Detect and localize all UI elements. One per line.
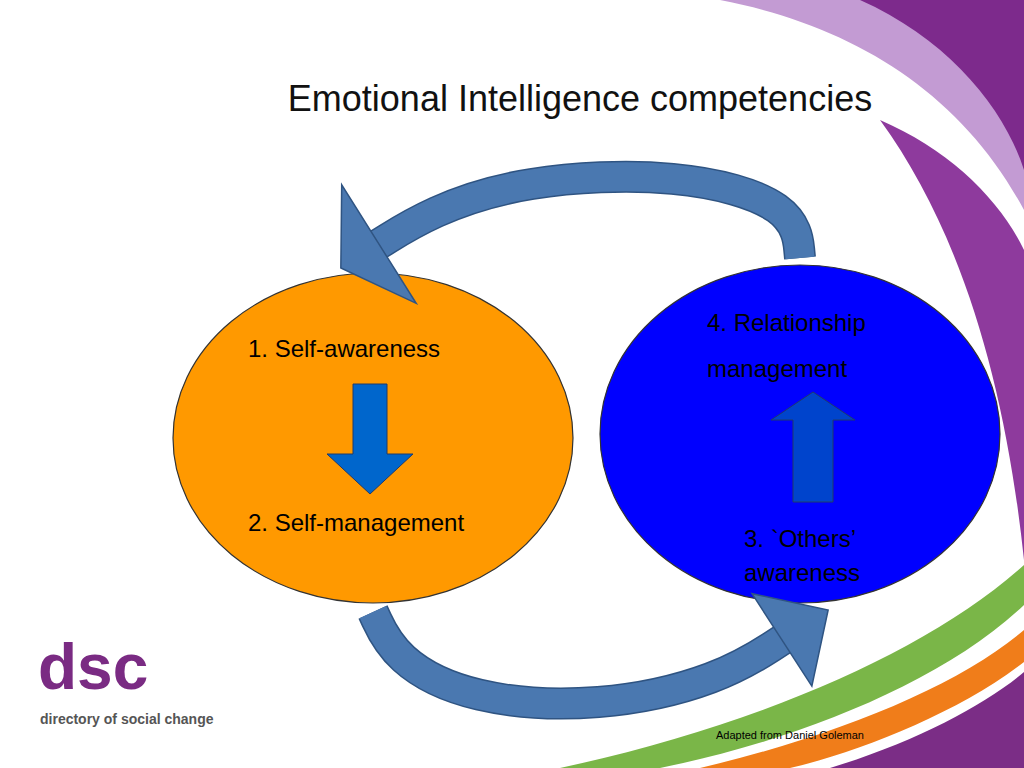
arrow-body [379, 177, 800, 258]
corner-swoosh [830, 672, 1024, 768]
ellipse-fill [173, 273, 573, 603]
logo-mark: dsc [38, 632, 148, 702]
competency-item: 2. Self-management [240, 508, 500, 544]
competency-item: 4. Relationship management [699, 300, 913, 392]
corner-swoosh [700, 630, 1024, 768]
competency-label: 1. Self-awareness [240, 334, 500, 364]
source-note: Adapted from Daniel Goleman [716, 729, 864, 741]
competency-item: 1. Self-awareness [240, 334, 500, 370]
competency-ellipse: 1. Self-awareness 2. Self-management [172, 272, 574, 604]
competency-ellipse: 4. Relationship management 3. `Others’ aw… [599, 264, 1001, 604]
ellipse-outline [172, 272, 574, 604]
arrow-body [373, 612, 782, 703]
competency-item: 3. `Others’ awareness [736, 522, 904, 592]
arrow-outline [379, 177, 800, 258]
competency-label: 2. Self-management [240, 508, 500, 538]
arrow-outline [373, 612, 782, 703]
slide-title: Emotional Intelligence competencies [200, 78, 960, 120]
logo-text: directory of social change [40, 712, 214, 727]
competency-label: 3. `Others’ awareness [736, 522, 904, 590]
flow-arrow [373, 594, 828, 704]
competency-label: 4. Relationship management [699, 300, 913, 392]
ellipse-fill [600, 265, 1000, 603]
arrow-head [752, 594, 828, 686]
corner-swoosh [860, 0, 1024, 170]
